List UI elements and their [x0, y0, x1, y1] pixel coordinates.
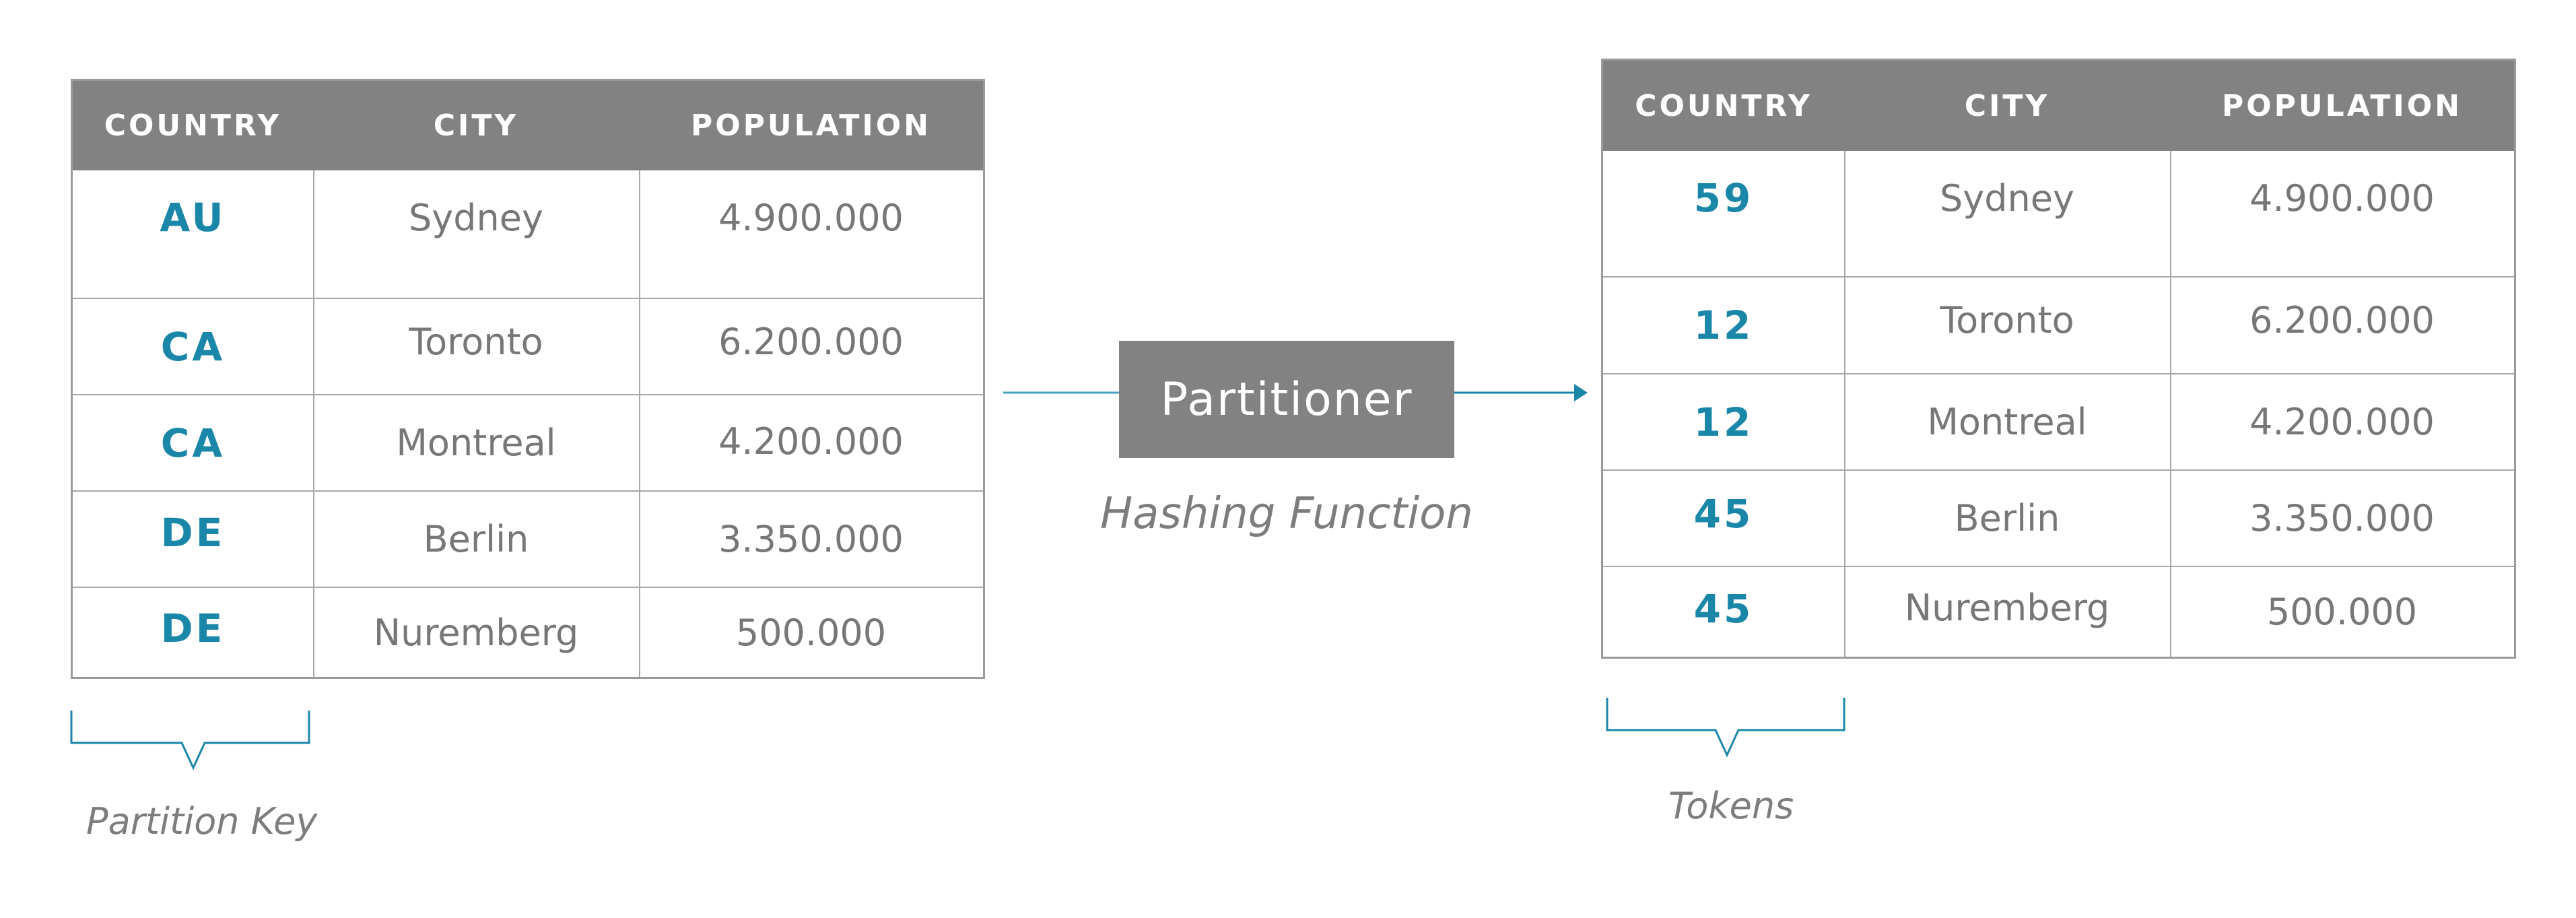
column-divider [313, 170, 314, 677]
row-divider [1603, 276, 2514, 277]
header-population: POPULATION [2222, 88, 2462, 123]
header-population: POPULATION [691, 108, 931, 143]
partition-key-cell: AU [160, 195, 226, 240]
city-cell: Toronto [409, 321, 543, 363]
table-header: COUNTRY CITY POPULATION [73, 81, 983, 170]
header-country: COUNTRY [1635, 88, 1812, 123]
table-header: COUNTRY CITY POPULATION [1603, 61, 2514, 151]
city-cell: Berlin [423, 518, 529, 560]
city-cell: Montreal [396, 422, 556, 464]
population-cell: 500.000 [735, 611, 887, 654]
column-divider [2170, 151, 2171, 657]
partition-key-cell: DE [160, 509, 226, 556]
row-divider [73, 394, 983, 395]
arrow-head-icon [1574, 384, 1588, 401]
row-divider [73, 490, 983, 492]
population-cell: 3.350.000 [2249, 497, 2435, 539]
population-cell: 4.200.000 [718, 420, 904, 463]
tokenized-table: COUNTRY CITY POPULATION 59 Sydney 4.900.… [1601, 59, 2516, 659]
row-divider [73, 587, 983, 588]
partitioner-box: Partitioner [1119, 341, 1454, 458]
population-cell: 500.000 [2266, 591, 2418, 633]
hashing-function-caption: Hashing Function [1100, 489, 1473, 539]
token-cell: 12 [1693, 399, 1754, 445]
city-cell: Nuremberg [1904, 587, 2110, 629]
column-divider [639, 170, 640, 677]
row-divider [1603, 373, 2514, 374]
partition-key-bracket [70, 711, 310, 771]
city-cell: Montreal [1927, 401, 2087, 443]
tokens-bracket [1606, 698, 1845, 758]
header-city: CITY [433, 108, 519, 143]
header-country: COUNTRY [104, 108, 282, 143]
token-cell: 45 [1693, 490, 1754, 537]
header-city: CITY [1964, 88, 2050, 123]
row-divider [73, 298, 983, 299]
population-cell: 4.900.000 [2249, 176, 2435, 220]
partition-key-cell: CA [160, 420, 226, 466]
token-cell: 59 [1693, 175, 1754, 221]
partition-key-label: Partition Key [86, 800, 318, 843]
token-cell: 12 [1693, 302, 1754, 348]
city-cell: Nuremberg [373, 611, 579, 654]
city-cell: Berlin [1954, 497, 2060, 539]
token-cell: 45 [1693, 586, 1754, 632]
row-divider [1603, 566, 2514, 567]
population-cell: 4.200.000 [2249, 401, 2435, 443]
column-divider [1844, 151, 1845, 657]
source-table: COUNTRY CITY POPULATION AU Sydney 4.900.… [71, 79, 985, 679]
population-cell: 4.900.000 [718, 196, 904, 239]
row-divider [1603, 469, 2514, 471]
population-cell: 6.200.000 [2249, 299, 2435, 341]
population-cell: 6.200.000 [718, 321, 904, 363]
city-cell: Sydney [409, 196, 543, 239]
tokens-label: Tokens [1668, 785, 1794, 827]
partition-key-cell: CA [160, 323, 226, 370]
population-cell: 3.350.000 [718, 518, 904, 560]
partition-key-cell: DE [160, 605, 226, 651]
city-cell: Toronto [1940, 299, 2074, 341]
city-cell: Sydney [1940, 176, 2074, 220]
